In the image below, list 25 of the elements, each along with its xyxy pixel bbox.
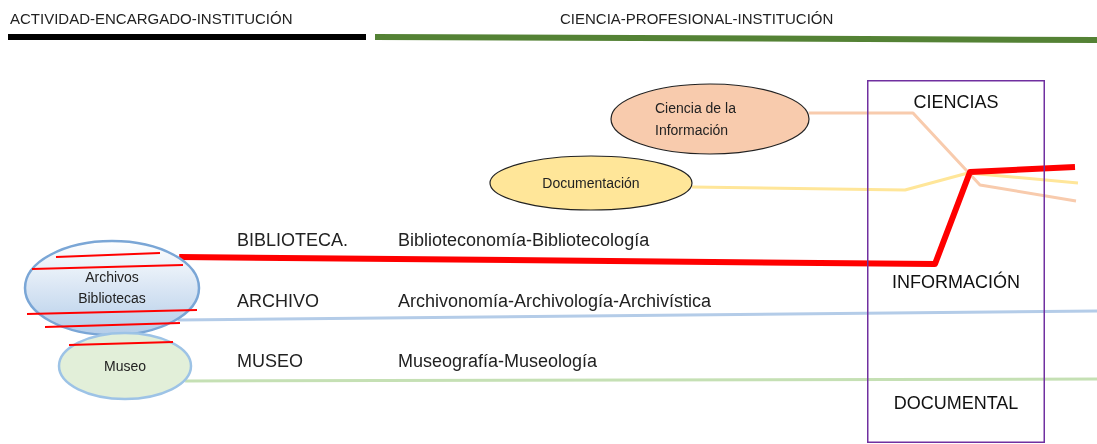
- connector-line: [185, 377, 1097, 383]
- connector-line: [179, 164, 1076, 267]
- category-label: INFORMACIÓN: [891, 272, 1021, 293]
- discipline-label: Archivonomía-Archivología-Archivística: [398, 291, 712, 312]
- category-frame: [867, 80, 1045, 443]
- node-label: Archivos Bibliotecas: [77, 268, 147, 308]
- node-label: Ciencia de la Información: [655, 99, 737, 140]
- node-label: Documentación: [542, 173, 640, 193]
- row-label: MUSEO: [237, 351, 303, 372]
- ellipse-node: [58, 332, 192, 400]
- heading: ACTIVIDAD-ENCARGADO-INSTITUCIÓN: [10, 10, 293, 27]
- row-label: BIBLIOTECA.: [237, 230, 349, 251]
- row-label: ARCHIVO: [237, 291, 319, 312]
- heading: CIENCIA-PROFESIONAL-INSTITUCIÓN: [560, 10, 834, 27]
- discipline-label: Museografía-Museología: [398, 351, 598, 372]
- category-label: DOCUMENTAL: [892, 393, 1020, 414]
- ellipse-node: [610, 83, 810, 155]
- connector-line: [691, 171, 1079, 192]
- ellipse-node: [24, 240, 200, 336]
- connector-line: [177, 309, 1097, 322]
- connector-line: [808, 111, 1077, 203]
- ellipse-node: [489, 155, 693, 211]
- node-label: Museo: [104, 356, 146, 376]
- discipline-label: Biblioteconomía-Bibliotecología: [398, 230, 650, 251]
- category-label: CIENCIAS: [912, 92, 1000, 113]
